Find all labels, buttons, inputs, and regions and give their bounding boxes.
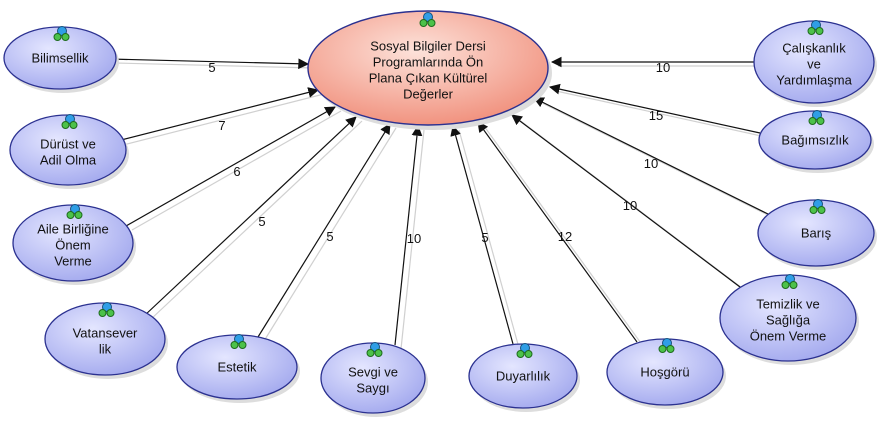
edge-weight-aile: 6 — [233, 164, 240, 179]
edge-hosgoru[interactable] — [477, 121, 638, 343]
network-node-icon — [61, 114, 78, 129]
network-node-icon — [66, 204, 83, 219]
edge-shadow — [114, 62, 315, 69]
node-label-line: Önem Verme — [750, 329, 827, 344]
network-node-icon — [366, 342, 383, 357]
edge-weight-sevgi: 10 — [407, 231, 421, 246]
node-bagimsizlik[interactable]: Bağımsızlık — [758, 110, 874, 174]
edge-bagimsizlik[interactable] — [548, 83, 761, 134]
edge-shadow — [539, 101, 775, 219]
node-label-line: Aile Birliğine — [37, 222, 109, 237]
edge-weight-baris: 10 — [644, 156, 658, 171]
edge-vatansever[interactable] — [143, 116, 357, 317]
node-label-line: Sevgi ve — [348, 365, 398, 380]
node-label-line: Barış — [801, 226, 832, 241]
edge-weight-vatansever: 5 — [258, 214, 265, 229]
edge-shadow — [555, 90, 767, 138]
edge-weight-bilimsellik: 5 — [208, 60, 215, 75]
edge-shadow — [131, 110, 342, 231]
edge-shadow — [458, 129, 520, 349]
node-label-line: Adil Olma — [40, 153, 97, 168]
network-node-icon — [781, 274, 798, 289]
edge-weight-hosgoru: 12 — [558, 229, 572, 244]
edge-sevgi[interactable] — [394, 124, 423, 346]
node-label-line: Bilimsellik — [31, 51, 89, 66]
network-node-icon — [516, 343, 533, 358]
node-label-line: Estetik — [217, 360, 257, 375]
node-label-line: Saygı — [356, 381, 389, 396]
network-node-icon — [808, 110, 825, 125]
edge-shadow — [263, 127, 397, 342]
edge-shadow — [400, 129, 425, 350]
network-node-icon — [809, 199, 826, 214]
edge-weight-duyarlilik: 5 — [481, 230, 488, 245]
node-label-line: ve — [807, 57, 821, 72]
edge-weight-durust: 7 — [218, 118, 225, 133]
edge-weight-temizlik: 10 — [623, 198, 637, 213]
network-node-icon — [419, 12, 436, 27]
edge-weight-caliskanlik: 10 — [656, 60, 670, 75]
network-node-icon — [53, 26, 70, 41]
network-node-icon — [807, 20, 824, 35]
node-label-line: Duyarlılık — [496, 369, 551, 384]
edge-weight-bagimsizlik: 15 — [649, 108, 663, 123]
node-label-line: Temizlik ve — [756, 297, 820, 312]
node-duyarlilik[interactable]: Duyarlılık — [468, 343, 580, 413]
node-hosgoru[interactable]: Hoşgörü — [606, 338, 726, 410]
edge-duyarlilik[interactable] — [450, 124, 514, 345]
node-label-line: Programlarında Ön — [373, 55, 484, 70]
node-label-line: Plana Çıkan Kültürel — [369, 71, 488, 86]
edge-shadow — [149, 120, 363, 321]
node-label-line: Dürüst ve — [40, 137, 96, 152]
edge-shadow — [483, 125, 644, 347]
node-label-line: Değerler — [403, 87, 454, 102]
edge-estetik[interactable] — [257, 123, 391, 338]
edges-layer: 5 7 6 5 5 10 5 12 10 10 15 10 — [108, 56, 775, 350]
node-label-line: Vatansever — [73, 326, 138, 341]
node-label-line: Yardımlaşma — [776, 73, 852, 88]
node-bilimsellik[interactable]: Bilimsellik — [3, 26, 119, 94]
node-baris[interactable]: Barış — [757, 199, 877, 271]
node-label-line: Sosyal Bilgiler Dersi — [370, 39, 486, 54]
network-node-icon — [98, 302, 115, 317]
edge-weight-estetik: 5 — [326, 229, 333, 244]
node-label-line: lik — [99, 342, 112, 357]
edge-aile[interactable] — [125, 106, 336, 227]
edge-shadow — [122, 93, 325, 146]
node-label-line: Hoşgörü — [640, 365, 689, 380]
network-node-icon — [658, 338, 675, 353]
network-node-icon — [230, 334, 247, 349]
node-label-line: Sağlığa — [766, 313, 811, 328]
center-ellipse — [307, 10, 549, 126]
edge-durust[interactable] — [116, 87, 320, 142]
edge-baris[interactable] — [533, 97, 769, 215]
node-label-line: Bağımsızlık — [781, 133, 849, 148]
node-label-line: Önem — [55, 238, 90, 253]
node-label-line: Çalışkanlık — [782, 41, 846, 56]
edge-bilimsellik[interactable] — [108, 58, 310, 70]
node-estetik[interactable]: Estetik — [176, 334, 300, 404]
node-label-line: Verme — [54, 254, 92, 269]
edge-temizlik[interactable] — [511, 114, 741, 288]
